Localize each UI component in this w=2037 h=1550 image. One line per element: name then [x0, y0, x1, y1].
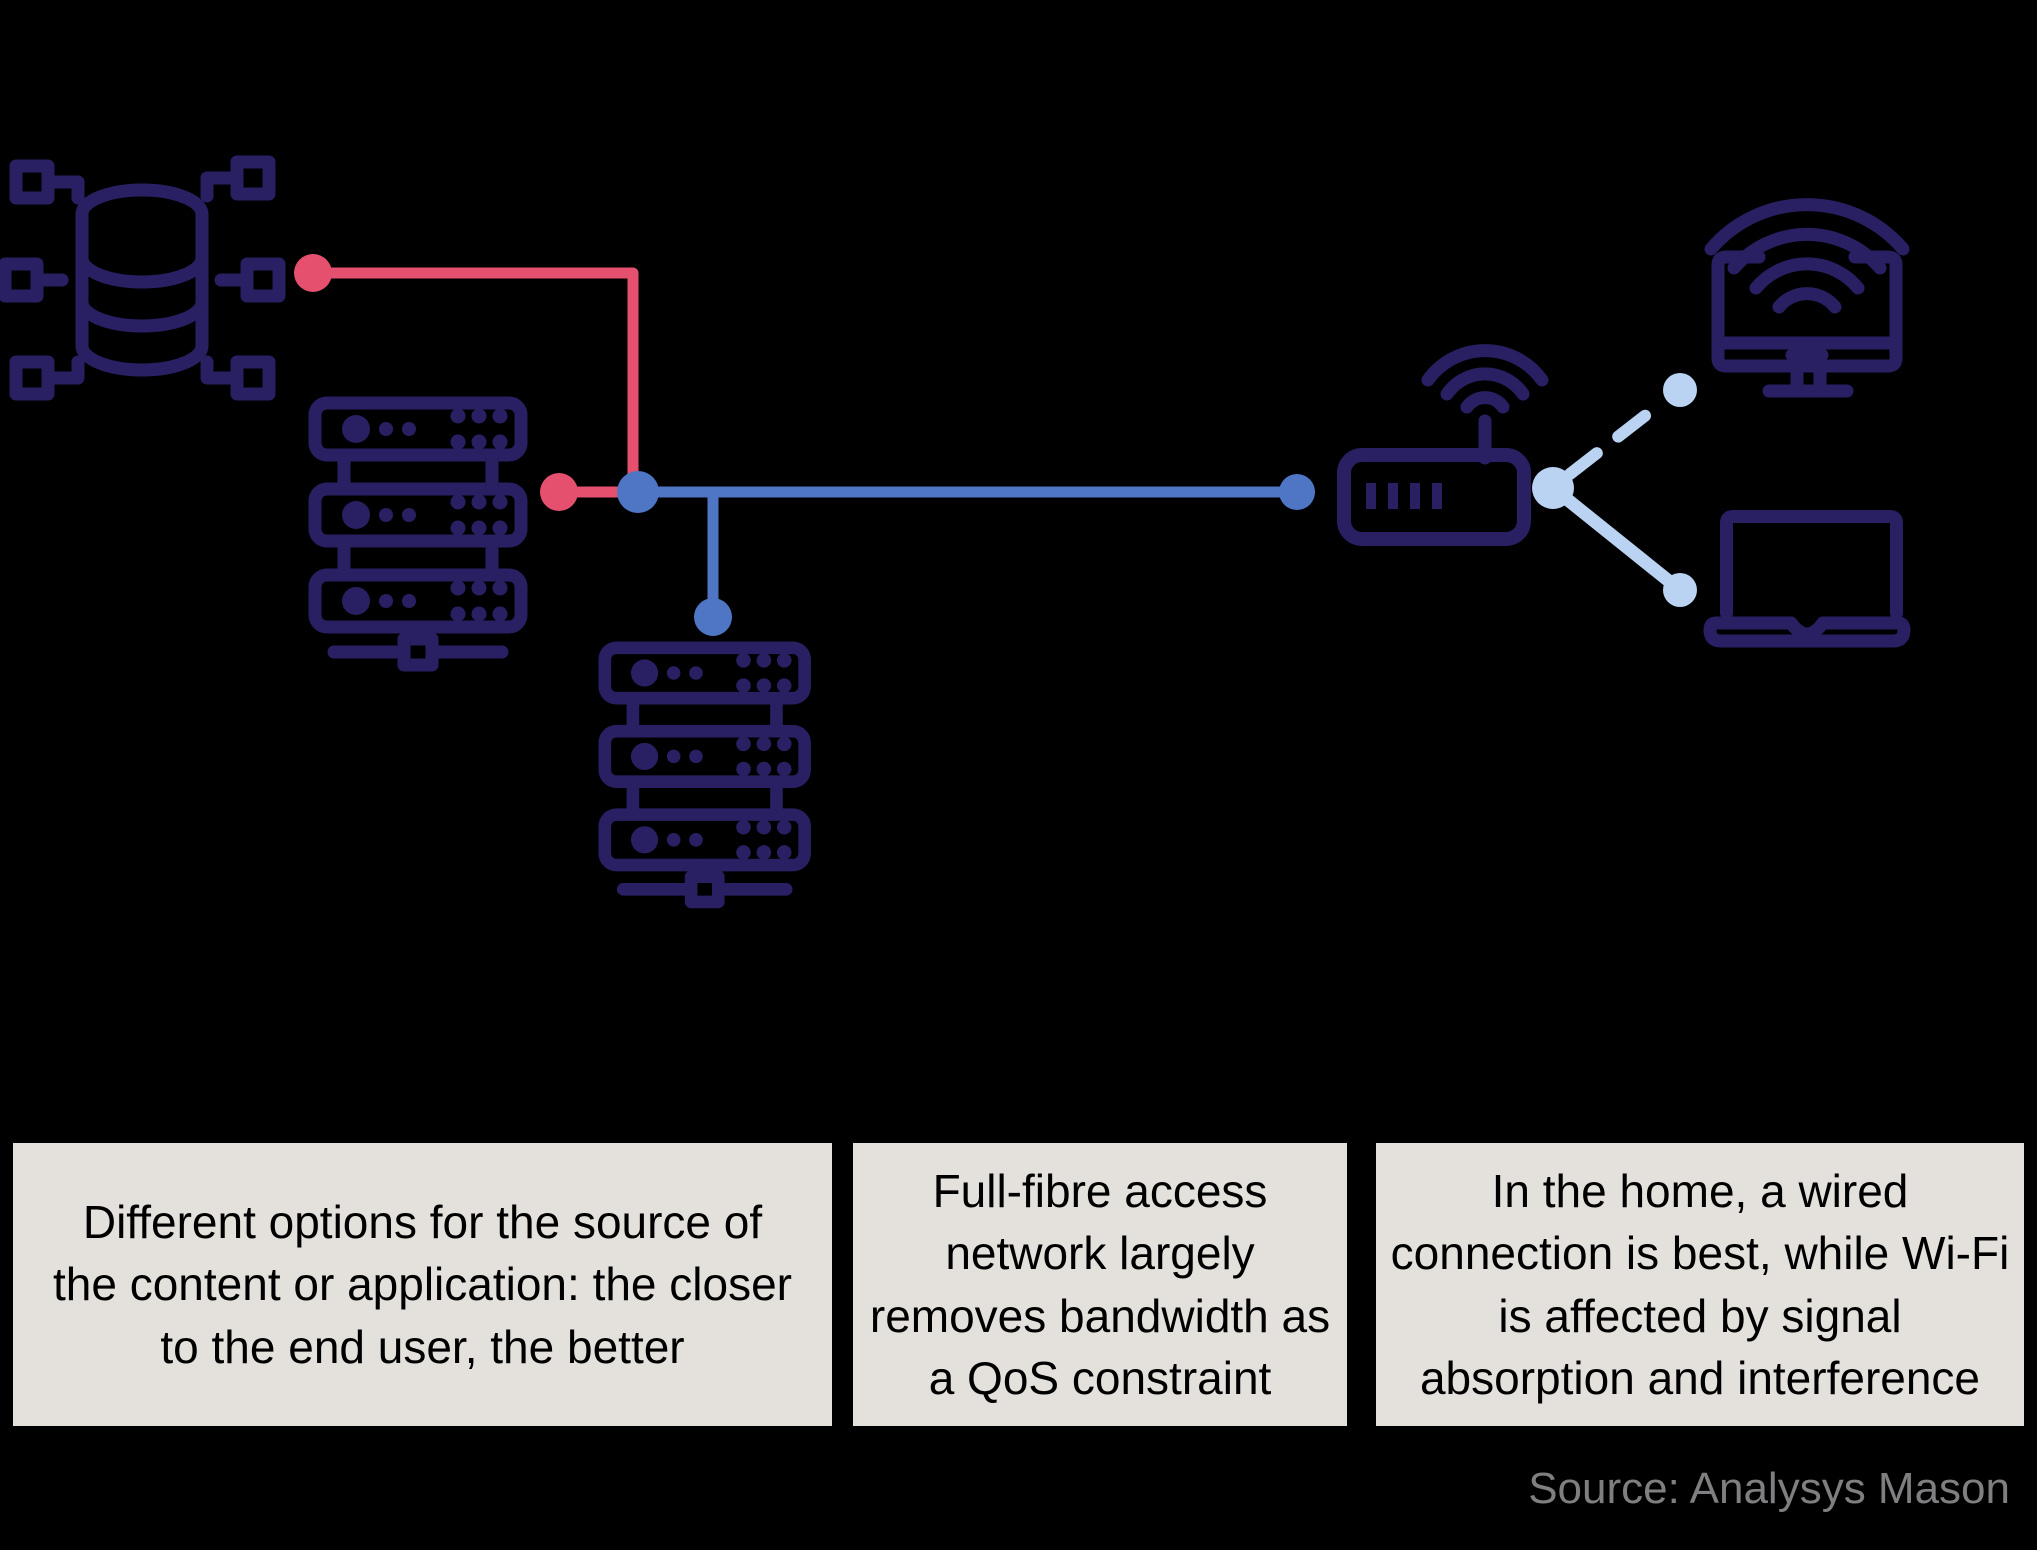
wired-device-dot: [1663, 573, 1697, 607]
callout-content-source: Different options for the source of the …: [13, 1143, 832, 1426]
callout-in-home-text: In the home, a wired connection is best,…: [1390, 1165, 2010, 1404]
red-connection-line: [307, 267, 639, 494]
wired-home-link: [1546, 481, 1687, 597]
laptop-icon: [1703, 510, 1911, 648]
wifi-home-link: [1564, 395, 1670, 480]
source-attribution: Source: Analysys Mason: [1528, 1464, 2010, 1513]
fibre-branch-dot: [694, 598, 732, 636]
callout-content-source-text: Different options for the source of the …: [52, 1196, 792, 1373]
wifi-router-icon: [1337, 344, 1549, 546]
callout-full-fibre-text: Full-fibre access network largely remove…: [869, 1165, 1331, 1404]
database-network-icon: [0, 155, 286, 401]
server-stack-icon-core: [315, 403, 521, 665]
network-diagram: [0, 155, 1911, 1130]
callout-full-fibre: Full-fibre access network largely remove…: [853, 1143, 1347, 1426]
callout-in-home: In the home, a wired connection is best,…: [1376, 1143, 2024, 1426]
fibre-junction-dot: [617, 471, 659, 513]
home-hub-dot: [1532, 467, 1574, 509]
monitor-wifi-icon: [1704, 198, 1910, 398]
red-node-dot-2: [540, 473, 578, 511]
fibre-end-dot: [1279, 474, 1315, 510]
home-links: [1532, 373, 1697, 607]
red-connection: [294, 254, 640, 511]
wifi-device-dot: [1663, 373, 1697, 407]
red-node-dot: [294, 254, 332, 292]
fibre-connection: [617, 471, 1315, 636]
server-stack-icon-edge: [605, 648, 805, 902]
